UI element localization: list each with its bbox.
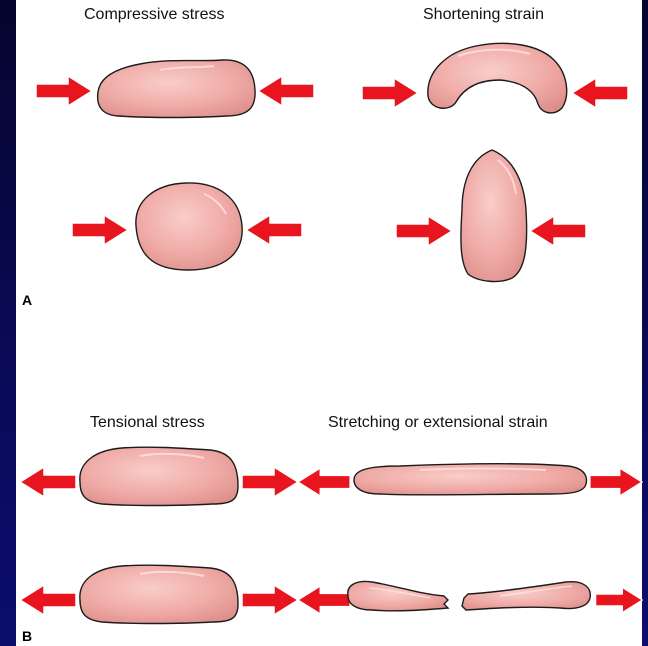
tension-arrow-right-2 (242, 585, 298, 615)
rock-body-tensional (80, 447, 238, 505)
shortening-arrow-right-2 (530, 216, 586, 246)
extensional-strain-title: Stretching or extensional strain (328, 414, 548, 432)
tension-arrow-left (20, 467, 76, 497)
fracture-arrow-left (298, 586, 350, 614)
shortening-arrow-left-2 (396, 216, 452, 246)
stretching-arrow-left (298, 468, 350, 496)
tension-arrow-left-2 (20, 585, 76, 615)
rock-body-tensional-2 (80, 565, 238, 623)
compression-arrow-left (36, 76, 92, 106)
rock-fragment-left (348, 582, 448, 611)
rock-body-tall (461, 150, 527, 281)
rock-body-rounded (136, 183, 242, 270)
compression-arrow-left-2 (72, 215, 128, 245)
compression-arrow-right (258, 76, 314, 106)
tension-arrow-right (242, 467, 298, 497)
panel-a-letter: A (22, 292, 32, 308)
tensional-stress-title: Tensional stress (90, 414, 205, 432)
compressive-stress-title: Compressive stress (84, 6, 224, 24)
shortening-arrow-left (362, 78, 418, 108)
stretching-arrow-right (590, 468, 642, 496)
rock-body-arched (428, 43, 567, 113)
panel-b-letter: B (22, 628, 32, 644)
compression-arrow-right-2 (246, 215, 302, 245)
shortening-arrow-right (572, 78, 628, 108)
shortening-strain-title: Shortening strain (423, 6, 544, 24)
fracture-arrow-right (596, 588, 643, 613)
